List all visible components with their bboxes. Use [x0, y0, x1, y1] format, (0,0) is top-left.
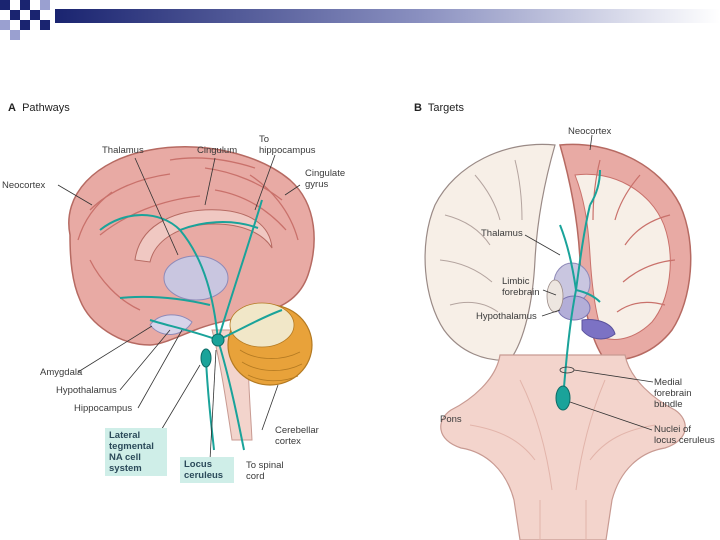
panel-b-title: B Targets — [414, 102, 464, 114]
header-decoration — [0, 0, 720, 40]
label-neocortex-b: Neocortex — [568, 126, 612, 137]
panel-a-title: A Pathways — [8, 102, 70, 114]
label-to-hippocampus: To hippocampus — [259, 134, 316, 156]
panel-b-letter: B — [414, 102, 422, 114]
label-to-spinal-cord: To spinal cord — [246, 460, 284, 482]
label-neocortex-a: Neocortex — [2, 180, 46, 191]
label-cingulate-gyrus: Cingulate gyrus — [305, 168, 346, 190]
label-cingulum: Cingulum — [197, 145, 238, 156]
label-hippocampus: Hippocampus — [74, 403, 133, 414]
label-hypothalamus-b: Hypothalamus — [476, 311, 537, 322]
sagittal-brain-illustration — [57, 146, 315, 461]
label-thalamus-b: Thalamus — [481, 228, 523, 239]
panel-a-text: Pathways — [22, 102, 70, 114]
label-thalamus: Thalamus — [102, 145, 144, 156]
panel-b-text: Targets — [427, 102, 464, 114]
label-limbic-forebrain: Limbic forebrain — [502, 276, 540, 298]
label-pons: Pons — [440, 414, 462, 425]
label-nuclei-locus-ceruleus: Nuclei of locus ceruleus — [654, 424, 715, 446]
label-lateral-tegmental-system: Lateral tegmental NA cell system — [105, 428, 167, 476]
panel-a-letter: A — [8, 102, 16, 114]
label-medial-forebrain-bundle: Medial forebrain bundle — [654, 377, 692, 410]
label-locus-ceruleus: Locus ceruleus — [180, 457, 234, 483]
label-hypothalamus-a: Hypothalamus — [56, 385, 117, 396]
label-cerebellar-cortex: Cerebellar cortex — [275, 425, 319, 447]
label-amygdala: Amygdala — [40, 367, 83, 378]
coronal-brain-illustration — [424, 134, 692, 540]
